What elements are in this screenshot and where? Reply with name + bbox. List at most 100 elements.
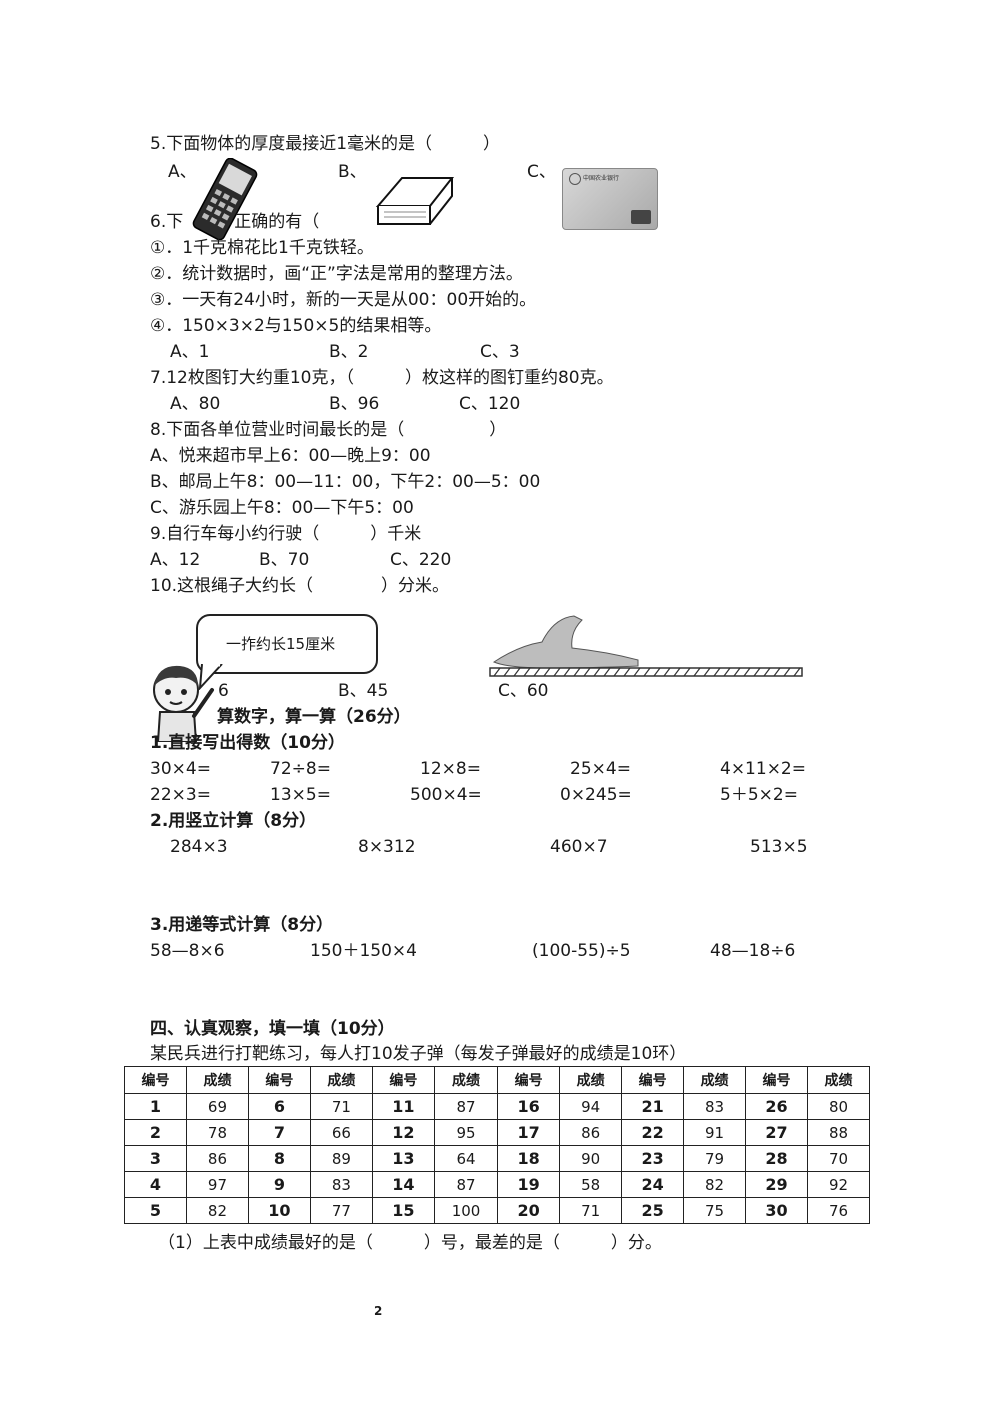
mobile-phone-image xyxy=(192,158,258,240)
oral-calc-10: 5＋5×2= xyxy=(720,785,798,805)
section4-title: 四、认真观察，填一填（10分） xyxy=(150,1019,395,1039)
table-cell-id: 28 xyxy=(745,1145,809,1172)
table-cell-id: 30 xyxy=(745,1197,809,1224)
table-cell-score: 95 xyxy=(433,1119,499,1146)
section3-part3-title: 3.用递等式计算（8分） xyxy=(150,915,334,935)
vertical-calc-1: 284×3 xyxy=(170,837,228,857)
table-cell-score: 80 xyxy=(807,1093,870,1120)
table-cell-score: 88 xyxy=(807,1119,870,1146)
vertical-calc-3: 460×7 xyxy=(550,837,608,857)
table-cell-score: 91 xyxy=(683,1119,747,1146)
q9-option-c: C、220 xyxy=(390,550,452,570)
q7-option-b: B、96 xyxy=(329,394,380,414)
oral-calc-3: 12×8= xyxy=(420,759,481,779)
vertical-calc-4: 513×5 xyxy=(750,837,808,857)
table-cell-score: 97 xyxy=(185,1171,249,1198)
table-cell-id: 12 xyxy=(371,1119,435,1146)
stepwise-calc-1: 58—8×6 xyxy=(150,941,225,961)
q8-option-c: C、游乐园上午8：00—下午5：00 xyxy=(150,498,414,518)
table-cell-id: 4 xyxy=(124,1171,187,1198)
q5-option-a: A、 xyxy=(168,162,197,182)
q8-stem: 8.下面各单位营业时间最长的是（ ） xyxy=(150,420,507,440)
section3-part1-title: 1.直接写出得数（10分） xyxy=(150,733,345,753)
table-cell-id: 14 xyxy=(371,1171,435,1198)
oral-calc-8: 500×4= xyxy=(410,785,482,805)
table-cell-score: 77 xyxy=(309,1197,373,1224)
table-cell-score: 89 xyxy=(309,1145,373,1172)
table-cell-score: 71 xyxy=(309,1093,373,1120)
q6-option-c: C、3 xyxy=(480,342,520,362)
q6-option-b: B、2 xyxy=(329,342,369,362)
table-cell-score: 87 xyxy=(433,1093,499,1120)
speech-bubble: 一拃约长15厘米 xyxy=(196,614,378,674)
table-cell-score: 69 xyxy=(185,1093,249,1120)
oral-calc-5: 4×11×2= xyxy=(720,759,806,779)
section3-part2-title: 2.用竖立计算（8分） xyxy=(150,811,317,831)
q9-option-b: B、70 xyxy=(259,550,310,570)
q7-option-a: A、80 xyxy=(170,394,221,414)
header-score: 成绩 xyxy=(185,1066,249,1094)
card-bank-name: 中国农业银行 xyxy=(583,175,620,182)
table-cell-id: 15 xyxy=(371,1197,435,1224)
table-cell-id: 2 xyxy=(124,1119,187,1146)
q10-option-c: C、60 xyxy=(498,681,549,701)
speech-bubble-text: 一拃约长15厘米 xyxy=(226,635,336,653)
speech-bubble-tail xyxy=(198,664,223,690)
q6-option-a: A、1 xyxy=(170,342,210,362)
table-cell-id: 13 xyxy=(371,1145,435,1172)
q6-item-2: ②．统计数据时，画“正”字法是常用的整理方法。 xyxy=(150,264,523,284)
table-cell-score: 58 xyxy=(559,1171,623,1198)
q6-item-1: ①．1千克棉花比1千克铁轻。 xyxy=(150,238,374,258)
table-header-row: 编号 成绩 编号 成绩 编号 成绩 编号 成绩 编号 成绩 编号 成绩 xyxy=(124,1066,870,1094)
table-cell-id: 11 xyxy=(371,1093,435,1120)
table-cell-id: 17 xyxy=(497,1119,561,1146)
table-cell-id: 22 xyxy=(621,1119,685,1146)
q6-item-3: ③．一天有24小时，新的一天是从00：00开始的。 xyxy=(150,290,537,310)
table-cell-score: 83 xyxy=(683,1093,747,1120)
table-cell-score: 75 xyxy=(683,1197,747,1224)
vertical-calc-2: 8×312 xyxy=(358,837,416,857)
table-cell-score: 100 xyxy=(433,1197,499,1224)
header-id: 编号 xyxy=(371,1066,435,1094)
table-cell-score: 94 xyxy=(559,1093,623,1120)
header-score: 成绩 xyxy=(807,1066,870,1094)
boy-illustration xyxy=(153,665,214,742)
header-score: 成绩 xyxy=(683,1066,747,1094)
header-id: 编号 xyxy=(247,1066,311,1094)
oral-calc-7: 13×5= xyxy=(270,785,331,805)
hand-measuring-rope-image xyxy=(489,615,803,677)
header-id: 编号 xyxy=(124,1066,187,1094)
section4-intro: 某民兵进行打靶练习，每人打10发子弹（每发子弹最好的成绩是10环） xyxy=(150,1044,687,1064)
table-cell-score: 66 xyxy=(309,1119,373,1146)
table-cell-id: 24 xyxy=(621,1171,685,1198)
table-cell-id: 20 xyxy=(497,1197,561,1224)
table-cell-score: 76 xyxy=(807,1197,870,1224)
table-cell-score: 82 xyxy=(185,1197,249,1224)
q5-option-c: C、 xyxy=(527,162,556,182)
header-score: 成绩 xyxy=(433,1066,499,1094)
q5-option-b: B、 xyxy=(338,162,367,182)
table-cell-id: 23 xyxy=(621,1145,685,1172)
q9-option-a: A、12 xyxy=(150,550,201,570)
q9-stem: 9.自行车每小约行驶（ ）千米 xyxy=(150,524,422,544)
table-cell-score: 79 xyxy=(683,1145,747,1172)
table-cell-id: 8 xyxy=(247,1145,311,1172)
stepwise-calc-2: 150＋150×4 xyxy=(310,941,417,961)
table-cell-score: 70 xyxy=(807,1145,870,1172)
table-cell-id: 3 xyxy=(124,1145,187,1172)
table-cell-score: 86 xyxy=(185,1145,249,1172)
table-cell-id: 21 xyxy=(621,1093,685,1120)
oral-calc-2: 72÷8= xyxy=(270,759,331,779)
table-cell-id: 10 xyxy=(247,1197,311,1224)
oral-calc-1: 30×4= xyxy=(150,759,211,779)
table-cell-id: 26 xyxy=(745,1093,809,1120)
oral-calc-9: 0×245= xyxy=(560,785,632,805)
table-cell-score: 64 xyxy=(433,1145,499,1172)
table-cell-id: 19 xyxy=(497,1171,561,1198)
header-score: 成绩 xyxy=(559,1066,623,1094)
stepwise-calc-4: 48—18÷6 xyxy=(710,941,796,961)
